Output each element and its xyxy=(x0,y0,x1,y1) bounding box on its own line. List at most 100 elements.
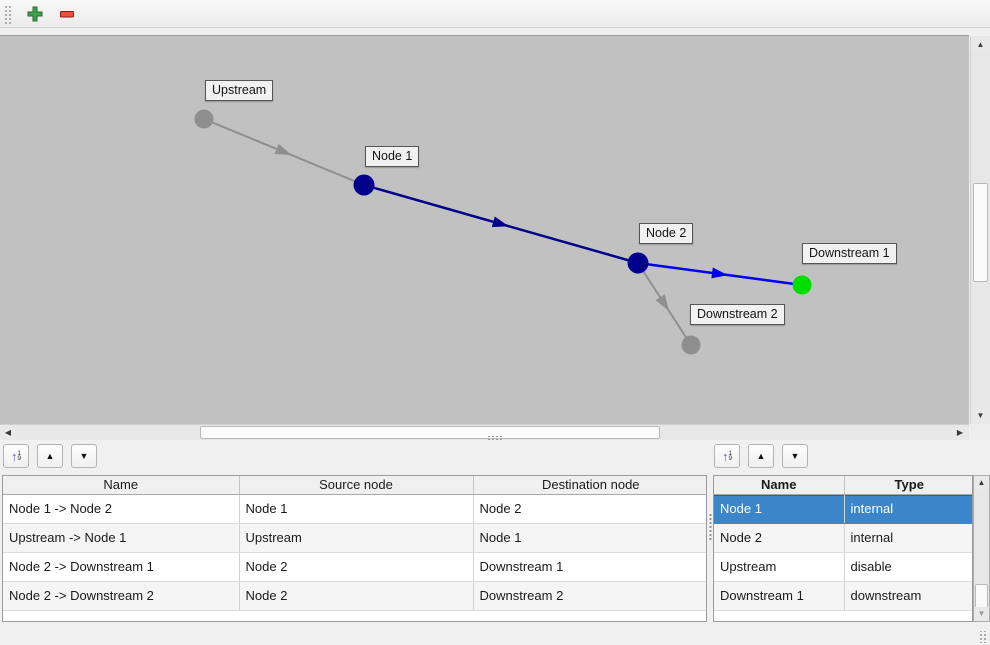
nodes-move-down-button[interactable]: ▼ xyxy=(782,444,808,468)
remove-button[interactable] xyxy=(53,2,81,26)
destination-cell[interactable]: Downstream 2 xyxy=(473,581,706,611)
source-cell[interactable]: Node 1 xyxy=(239,494,474,524)
name-cell[interactable]: Node 2 -> Downstream 2 xyxy=(3,581,240,611)
scroll-down-button[interactable]: ▼ xyxy=(974,607,989,621)
name-cell[interactable]: Downstream 1 xyxy=(714,581,845,611)
graph-svg xyxy=(194,109,812,355)
destination-cell[interactable]: Downstream 1 xyxy=(473,552,706,582)
type-cell[interactable]: downstream xyxy=(844,581,972,611)
edges-move-up-button[interactable]: ▲ xyxy=(37,444,63,468)
scroll-down-button[interactable]: ▼ xyxy=(971,408,990,423)
scroll-down-icon: ▼ xyxy=(977,609,986,618)
canvas-vertical-scrollbar[interactable]: ▲ ▼ xyxy=(970,36,990,424)
name-cell[interactable]: Node 1 xyxy=(714,494,845,524)
type-cell[interactable]: internal xyxy=(844,523,972,553)
node-label-downstream-2[interactable]: Downstream 2 xyxy=(690,304,785,325)
down-triangle-icon: ▼ xyxy=(790,450,800,461)
nodes-move-up-button[interactable]: ▲ xyxy=(748,444,774,468)
remove-icon xyxy=(60,10,74,17)
name-cell[interactable]: Node 2 xyxy=(714,523,845,553)
horizontal-splitter-handle[interactable] xyxy=(486,436,502,442)
node-label-node-1[interactable]: Node 1 xyxy=(365,146,420,167)
toolbar-drag-handle[interactable] xyxy=(3,3,11,24)
scroll-left-button[interactable]: ◀ xyxy=(0,425,16,440)
name-cell[interactable]: Upstream xyxy=(714,552,845,582)
graph-node-node-2[interactable] xyxy=(627,252,649,274)
graph-node-node-1[interactable] xyxy=(353,174,375,196)
column-header[interactable]: Destination node xyxy=(473,476,706,495)
edge-arrow-icon xyxy=(655,294,669,311)
scroll-up-icon: ▲ xyxy=(976,39,985,49)
edge-arrow-icon xyxy=(711,267,728,279)
table-scrollbar-thumb[interactable] xyxy=(975,584,988,608)
type-cell[interactable]: internal xyxy=(844,494,972,524)
vertical-scrollbar-thumb[interactable] xyxy=(973,183,988,282)
scroll-up-button[interactable]: ▲ xyxy=(974,476,989,490)
scroll-right-icon: ▶ xyxy=(956,427,964,437)
column-header[interactable]: Name xyxy=(3,476,240,495)
scroll-up-icon: ▲ xyxy=(977,478,986,487)
horizontal-scrollbar-thumb[interactable] xyxy=(200,426,660,439)
window-resize-grip[interactable] xyxy=(978,631,988,643)
down-triangle-icon: ▼ xyxy=(79,450,89,461)
type-cell[interactable]: disable xyxy=(844,552,972,582)
name-cell[interactable]: Node 2 -> Downstream 1 xyxy=(3,552,240,582)
scroll-right-button[interactable]: ▶ xyxy=(952,425,968,440)
scroll-down-icon: ▼ xyxy=(976,410,985,420)
column-header[interactable]: Name xyxy=(714,476,845,495)
sort-arrow-glyph: ↑ xyxy=(721,448,729,464)
destination-cell[interactable]: Node 2 xyxy=(473,494,706,524)
source-cell[interactable]: Node 2 xyxy=(239,581,474,611)
edges-move-down-button[interactable]: ▼ xyxy=(71,444,97,468)
add-icon xyxy=(27,6,43,21)
up-triangle-icon: ▲ xyxy=(45,450,55,461)
name-cell[interactable]: Node 1 -> Node 2 xyxy=(3,494,240,524)
scroll-up-button[interactable]: ▲ xyxy=(971,37,990,52)
node-label-downstream-1[interactable]: Downstream 1 xyxy=(802,243,897,264)
main-toolbar xyxy=(0,0,990,28)
add-button[interactable] xyxy=(21,2,49,26)
sort-arrow-glyph: ↑ xyxy=(10,448,18,464)
canvas-horizontal-scrollbar[interactable]: ◀ ▶ xyxy=(0,424,969,440)
edge-arrow-icon xyxy=(274,143,292,156)
name-cell[interactable]: Upstream -> Node 1 xyxy=(3,523,240,553)
source-cell[interactable]: Upstream xyxy=(239,523,474,553)
scroll-left-icon: ◀ xyxy=(4,427,12,437)
graph-node-upstream[interactable] xyxy=(194,109,214,129)
edge-arrow-icon xyxy=(491,216,509,228)
column-header[interactable]: Type xyxy=(844,476,972,495)
source-cell[interactable]: Node 2 xyxy=(239,552,474,582)
graph-node-downstream-1[interactable] xyxy=(792,275,812,295)
node-label-upstream[interactable]: Upstream xyxy=(205,80,274,101)
nodes-table-scrollbar[interactable]: ▲ ▼ xyxy=(973,475,990,622)
up-triangle-icon: ▲ xyxy=(756,450,766,461)
column-header[interactable]: Source node xyxy=(239,476,474,495)
destination-cell[interactable]: Node 1 xyxy=(473,523,706,553)
scrollbar-corner xyxy=(970,424,990,440)
node-label-node-2[interactable]: Node 2 xyxy=(639,223,694,244)
graph-node-downstream-2[interactable] xyxy=(681,335,701,355)
vertical-splitter-handle[interactable] xyxy=(708,475,713,622)
